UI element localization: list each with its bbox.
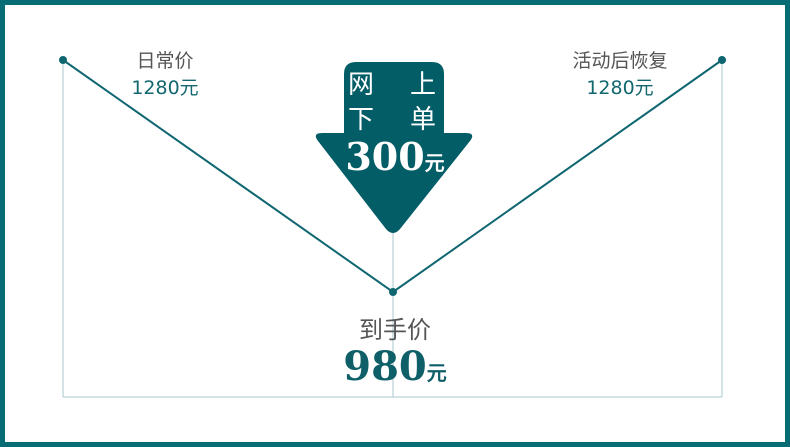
arrow-char-4: 单 bbox=[410, 105, 437, 135]
arrow-amount-block: 300元 bbox=[330, 134, 460, 179]
final-unit: 元 bbox=[426, 361, 447, 385]
bottom-dot bbox=[389, 288, 397, 296]
right-price: 1280元 bbox=[586, 77, 654, 99]
arrow-char-3: 下 bbox=[348, 105, 375, 135]
arrow-char-1: 网 bbox=[348, 70, 375, 100]
right-price-block: 活动后恢复 1280元 bbox=[550, 46, 690, 100]
down-arrow-icon bbox=[315, 62, 473, 233]
right-label: 活动后恢复 bbox=[572, 50, 668, 72]
arrow-char-2: 上 bbox=[410, 70, 437, 100]
left-price: 1280元 bbox=[131, 77, 199, 99]
final-label: 到手价 bbox=[359, 316, 431, 344]
final-amount: 980 bbox=[343, 343, 427, 390]
arrow-amount: 300 bbox=[345, 134, 425, 179]
right-dot bbox=[718, 56, 726, 64]
arrow-unit: 元 bbox=[424, 151, 445, 175]
left-dot bbox=[59, 56, 67, 64]
left-label: 日常价 bbox=[136, 50, 194, 72]
final-price-block: 到手价 980元 bbox=[310, 310, 480, 390]
left-price-block: 日常价 1280元 bbox=[100, 46, 230, 100]
